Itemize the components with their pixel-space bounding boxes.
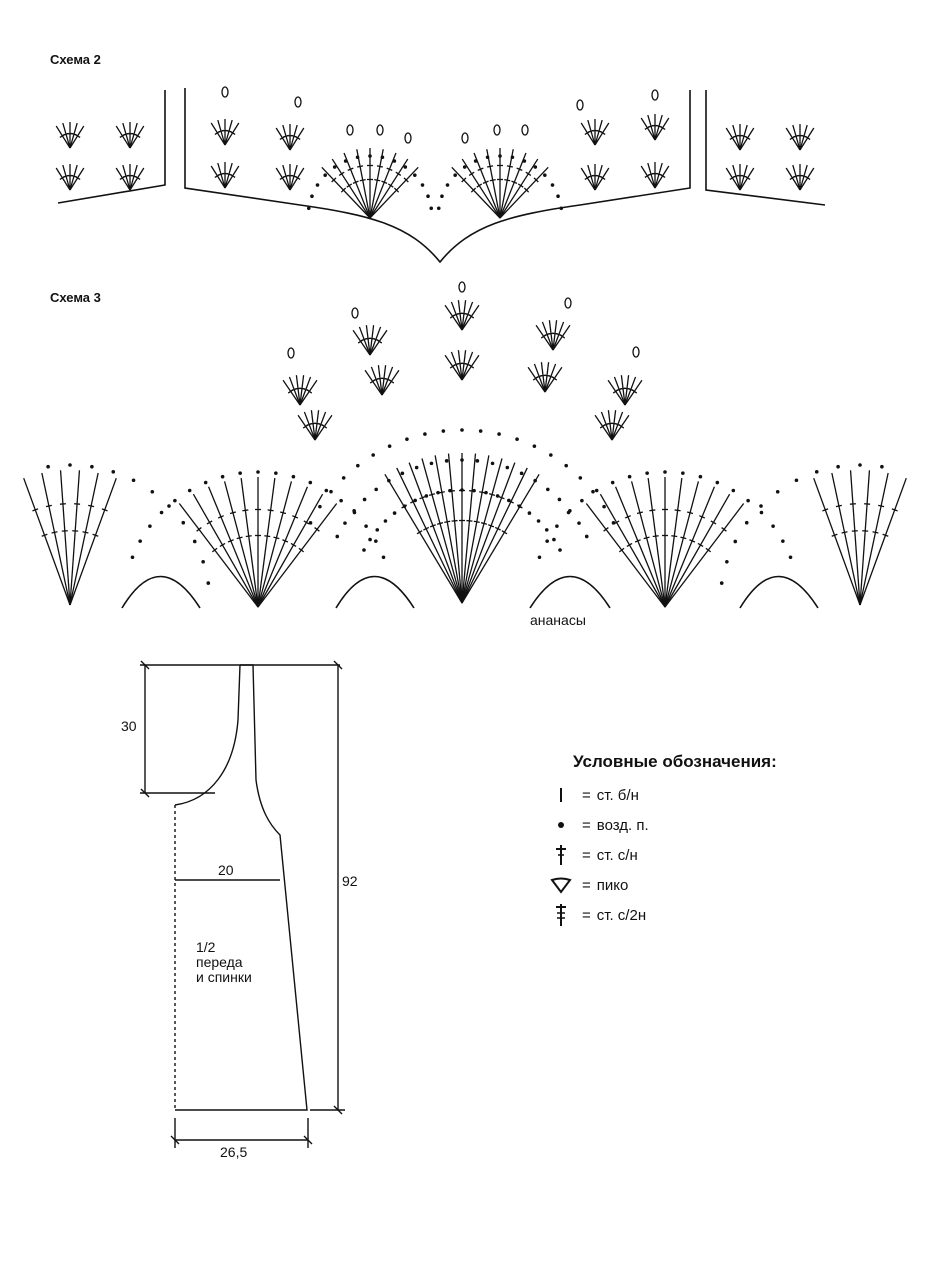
stitch-fan bbox=[725, 124, 755, 151]
legend: Условные обозначения: =ст. б/н =возд. п.… bbox=[540, 752, 777, 930]
part-name-line2: переда bbox=[196, 954, 243, 970]
stitch-fan bbox=[640, 162, 670, 189]
single-crochet-icon bbox=[540, 786, 582, 804]
picot-mark bbox=[493, 124, 501, 136]
stitch-fan bbox=[585, 477, 745, 608]
stitch-fan bbox=[785, 124, 815, 151]
legend-title: Условные обозначения: bbox=[573, 752, 777, 771]
scheme-2-left-border bbox=[57, 90, 166, 204]
stitch-fan bbox=[55, 122, 85, 149]
stitch-fan bbox=[785, 164, 815, 191]
stitch-fan bbox=[444, 300, 480, 331]
pineapple-arches bbox=[121, 575, 819, 609]
legend-item-text: ст. б/н bbox=[596, 786, 639, 804]
picot-icon bbox=[540, 876, 582, 894]
chain-dots bbox=[537, 470, 793, 560]
picot-mark bbox=[564, 297, 572, 309]
stitch-fan bbox=[115, 164, 145, 191]
legend-item: =возд. п. bbox=[540, 810, 777, 840]
chain-dots bbox=[719, 463, 884, 585]
part-name: 1/2 переда и спинки bbox=[196, 940, 252, 985]
scheme-2-center-border bbox=[184, 88, 691, 264]
scheme-2-label: Схема 2 bbox=[50, 52, 101, 67]
top-width-value: 20 bbox=[218, 862, 234, 878]
treble-crochet-icon bbox=[540, 902, 582, 928]
stitch-fan bbox=[352, 325, 388, 356]
scheme-2-stitches bbox=[55, 86, 815, 219]
picot-mark bbox=[632, 346, 640, 358]
picot-mark bbox=[458, 281, 466, 293]
length-value: 92 bbox=[342, 873, 358, 889]
pineapple-label: ананасы bbox=[530, 612, 586, 628]
stitch-fan bbox=[607, 375, 643, 406]
legend-item: =ст. б/н bbox=[540, 780, 777, 810]
stitch-fan bbox=[321, 148, 419, 219]
stitch-fan bbox=[580, 119, 610, 146]
part-name-line3: и спинки bbox=[196, 969, 252, 985]
scheme-3-diagram bbox=[23, 281, 907, 609]
picot-mark bbox=[351, 307, 359, 319]
chain-dots bbox=[335, 458, 589, 539]
picot-mark bbox=[294, 96, 302, 108]
bottom-width-value: 26,5 bbox=[220, 1144, 248, 1160]
picot-mark bbox=[576, 99, 584, 111]
picot-mark bbox=[404, 132, 412, 144]
stitch-fan bbox=[282, 375, 318, 406]
scheme-2-diagram bbox=[55, 86, 826, 264]
armhole-depth-value: 30 bbox=[121, 718, 137, 734]
legend-item-text: ст. с/н bbox=[596, 846, 638, 864]
double-crochet-icon bbox=[540, 843, 582, 867]
stitch-fan bbox=[178, 477, 338, 608]
stitch-fan bbox=[384, 453, 540, 604]
stitch-fan bbox=[594, 410, 630, 441]
stitch-fan bbox=[275, 164, 305, 191]
legend-item-text: пико bbox=[596, 876, 629, 894]
part-name-line1: 1/2 bbox=[196, 939, 216, 955]
picot-mark bbox=[287, 347, 295, 359]
picot-mark bbox=[651, 89, 659, 101]
scheme-2-right-border bbox=[705, 90, 826, 206]
stitch-fan bbox=[580, 164, 610, 191]
stitch-fan bbox=[210, 119, 240, 146]
stitch-fan bbox=[364, 365, 400, 396]
picot-mark bbox=[461, 132, 469, 144]
stitch-fan bbox=[115, 122, 145, 149]
picot-mark bbox=[521, 124, 529, 136]
picot-mark bbox=[376, 124, 384, 136]
stitch-fan bbox=[640, 114, 670, 141]
scheme-3-stitches bbox=[23, 281, 907, 608]
legend-item: =ст. с/н bbox=[540, 840, 777, 870]
stitch-fan bbox=[527, 362, 563, 393]
stitch-fan bbox=[813, 470, 907, 606]
chain-dots bbox=[130, 470, 386, 560]
chain-dots bbox=[306, 154, 434, 211]
stitch-fan bbox=[23, 470, 117, 606]
stitch-fan bbox=[444, 350, 480, 381]
stitch-fan bbox=[55, 164, 85, 191]
stitch-fan bbox=[725, 164, 755, 191]
picot-mark bbox=[346, 124, 354, 136]
stitch-fan bbox=[210, 162, 240, 189]
stitch-fan bbox=[535, 320, 571, 351]
garment-outline bbox=[175, 664, 308, 1111]
legend-item-text: ст. с/2н bbox=[596, 906, 647, 924]
legend-item: =ст. с/2н bbox=[540, 900, 777, 930]
legend-item-text: возд. п. bbox=[596, 816, 649, 834]
picot-mark bbox=[221, 86, 229, 98]
scheme-3-label: Схема 3 bbox=[50, 290, 101, 305]
chain-stitch-icon bbox=[540, 816, 582, 834]
chain-dots bbox=[308, 428, 616, 525]
stitch-fan bbox=[451, 148, 549, 219]
legend-item: =пико bbox=[540, 870, 777, 900]
chain-dots bbox=[46, 463, 211, 585]
stitch-fan bbox=[275, 124, 305, 151]
chain-dots bbox=[436, 154, 564, 211]
neck-armhole-curve bbox=[174, 664, 241, 806]
stitch-fan bbox=[297, 410, 333, 441]
